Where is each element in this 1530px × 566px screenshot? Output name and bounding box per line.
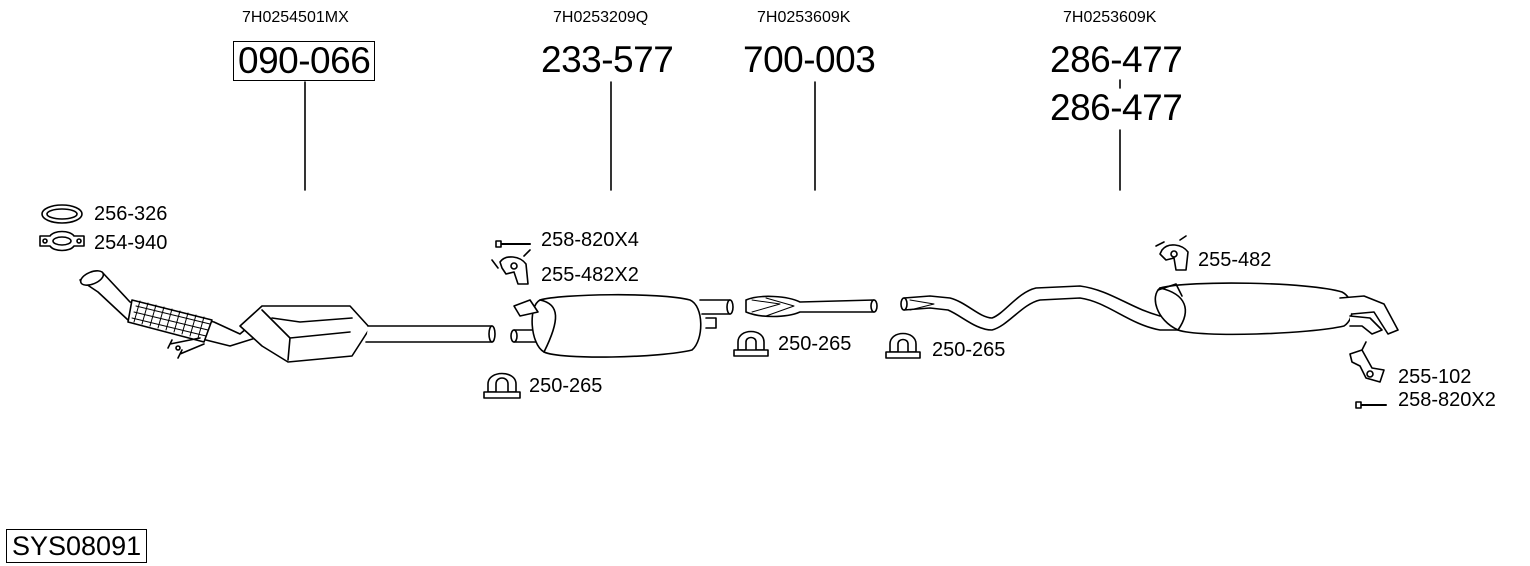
silencer-1-body (531, 293, 702, 358)
oem-number-1: 7H0254501MX (242, 9, 349, 26)
accessory-label-bracket[interactable]: 255-102 (1398, 366, 1472, 388)
part-number-4a[interactable]: 286-477 (1050, 39, 1183, 80)
accessory-label-clamp-1[interactable]: 250-265 (529, 375, 603, 397)
tailpipe-1 (365, 325, 493, 343)
part-number-4b[interactable]: 286-477 (1050, 87, 1183, 128)
tailpipe-2 (1339, 295, 1399, 335)
accessory-label-flange-clamp[interactable]: 254-940 (94, 232, 168, 254)
part-number-3[interactable]: 700-003 (743, 39, 876, 80)
accessory-label-bolt-1[interactable]: 258-820X4 (541, 229, 639, 251)
system-code: SYS08091 (6, 529, 148, 563)
u-clamp-icon-shape-3 (885, 332, 921, 359)
catalytic-converter-assembly (79, 270, 496, 363)
part-number-2[interactable]: 233-577 (541, 39, 674, 80)
front-silencer (510, 293, 734, 358)
accessory-label-hanger-1[interactable]: 255-482X2 (541, 264, 639, 286)
accessory-label-clamp-3[interactable]: 250-265 (932, 339, 1006, 361)
u-clamp-icon-shape-1 (483, 372, 521, 399)
rubber-hanger-icon-shape-2 (1155, 235, 1189, 271)
oem-number-3: 7H0253609K (757, 9, 851, 26)
u-clamp-icon-shape-2 (733, 330, 769, 357)
silencer-1-outlet (699, 299, 731, 315)
gasket-ring-icon-shape (41, 204, 83, 224)
accessory-label-gasket[interactable]: 256-326 (94, 203, 168, 225)
rubber-hanger-icon-shape-1 (491, 249, 531, 285)
part-number-1[interactable]: 090-066 (233, 41, 376, 81)
bracket-hanger-icon-shape (1349, 341, 1385, 383)
accessory-label-clamp-2[interactable]: 250-265 (778, 333, 852, 355)
accessory-label-hanger-2[interactable]: 255-482 (1198, 249, 1272, 271)
bolt-icon-shape-1 (495, 240, 531, 248)
intermediate-pipe (745, 295, 878, 318)
silencer-2-body (1154, 282, 1353, 336)
oem-number-4: 7H0253609K (1063, 9, 1157, 26)
oem-number-2: 7H0253209Q (553, 9, 649, 26)
bolt-icon-shape-2 (1355, 401, 1387, 409)
accessory-label-bolt-2[interactable]: 258-820X2 (1398, 389, 1496, 411)
rear-silencer-assembly (900, 282, 1399, 336)
flange-clamp-icon-shape (39, 230, 85, 252)
